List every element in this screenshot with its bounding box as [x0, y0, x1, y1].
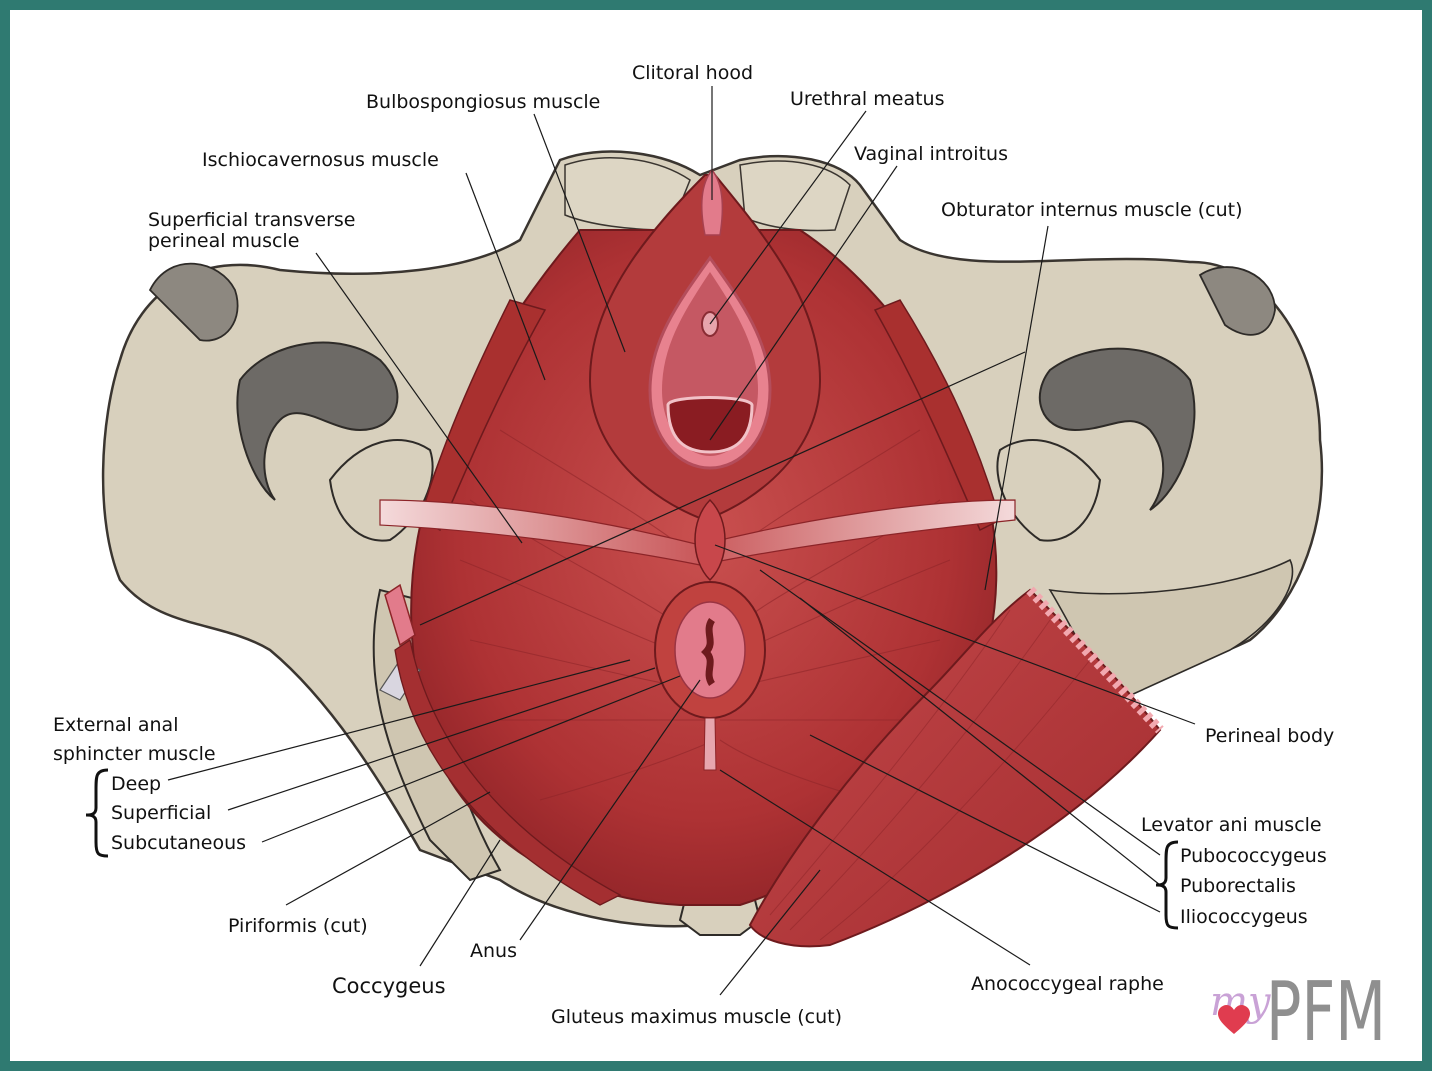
label-clitoral-hood: Clitoral hood: [632, 62, 753, 84]
label-obturator-internus: Obturator internus muscle (cut): [941, 199, 1243, 221]
label-puborectalis: Puborectalis: [1180, 875, 1296, 897]
label-gluteus-maximus: Gluteus maximus muscle (cut): [551, 1006, 842, 1028]
label-superficial-transverse-1: Superficial transverse: [148, 209, 356, 231]
label-perineal-body: Perineal body: [1205, 725, 1334, 747]
label-pubococcygeus: Pubococcygeus: [1180, 845, 1327, 867]
mypfm-logo: my PFM: [1210, 965, 1386, 1060]
label-anococcygeal-raphe: Anococcygeal raphe: [971, 973, 1164, 995]
label-superficial-transverse-2: perineal muscle: [148, 230, 299, 252]
label-superficial: Superficial: [111, 802, 211, 824]
label-deep: Deep: [111, 773, 161, 795]
pelvic-floor-diagram: Clitoral hood Bulbospongiosus muscle Ure…: [10, 10, 1422, 1061]
label-levator-ani: Levator ani muscle: [1141, 814, 1322, 836]
anococcygeal-raphe: [704, 718, 716, 770]
label-subcutaneous: Subcutaneous: [111, 832, 246, 854]
label-external-anal-1: External anal: [53, 714, 178, 736]
label-anus: Anus: [470, 940, 517, 962]
label-coccygeus: Coccygeus: [332, 974, 446, 998]
label-piriformis: Piriformis (cut): [228, 915, 368, 937]
label-ischiocavernosus: Ischiocavernosus muscle: [202, 149, 439, 171]
label-bulbospongiosus: Bulbospongiosus muscle: [366, 91, 600, 113]
label-iliococcygeus: Iliococcygeus: [1180, 906, 1308, 928]
vaginal-introitus-opening: [668, 398, 752, 453]
external-anal-brace: [86, 770, 108, 856]
logo-text: PFM: [1266, 965, 1386, 1060]
label-external-anal-2: sphincter muscle: [53, 743, 216, 765]
label-vaginal-introitus: Vaginal introitus: [854, 143, 1008, 165]
label-urethral-meatus: Urethral meatus: [790, 88, 945, 110]
